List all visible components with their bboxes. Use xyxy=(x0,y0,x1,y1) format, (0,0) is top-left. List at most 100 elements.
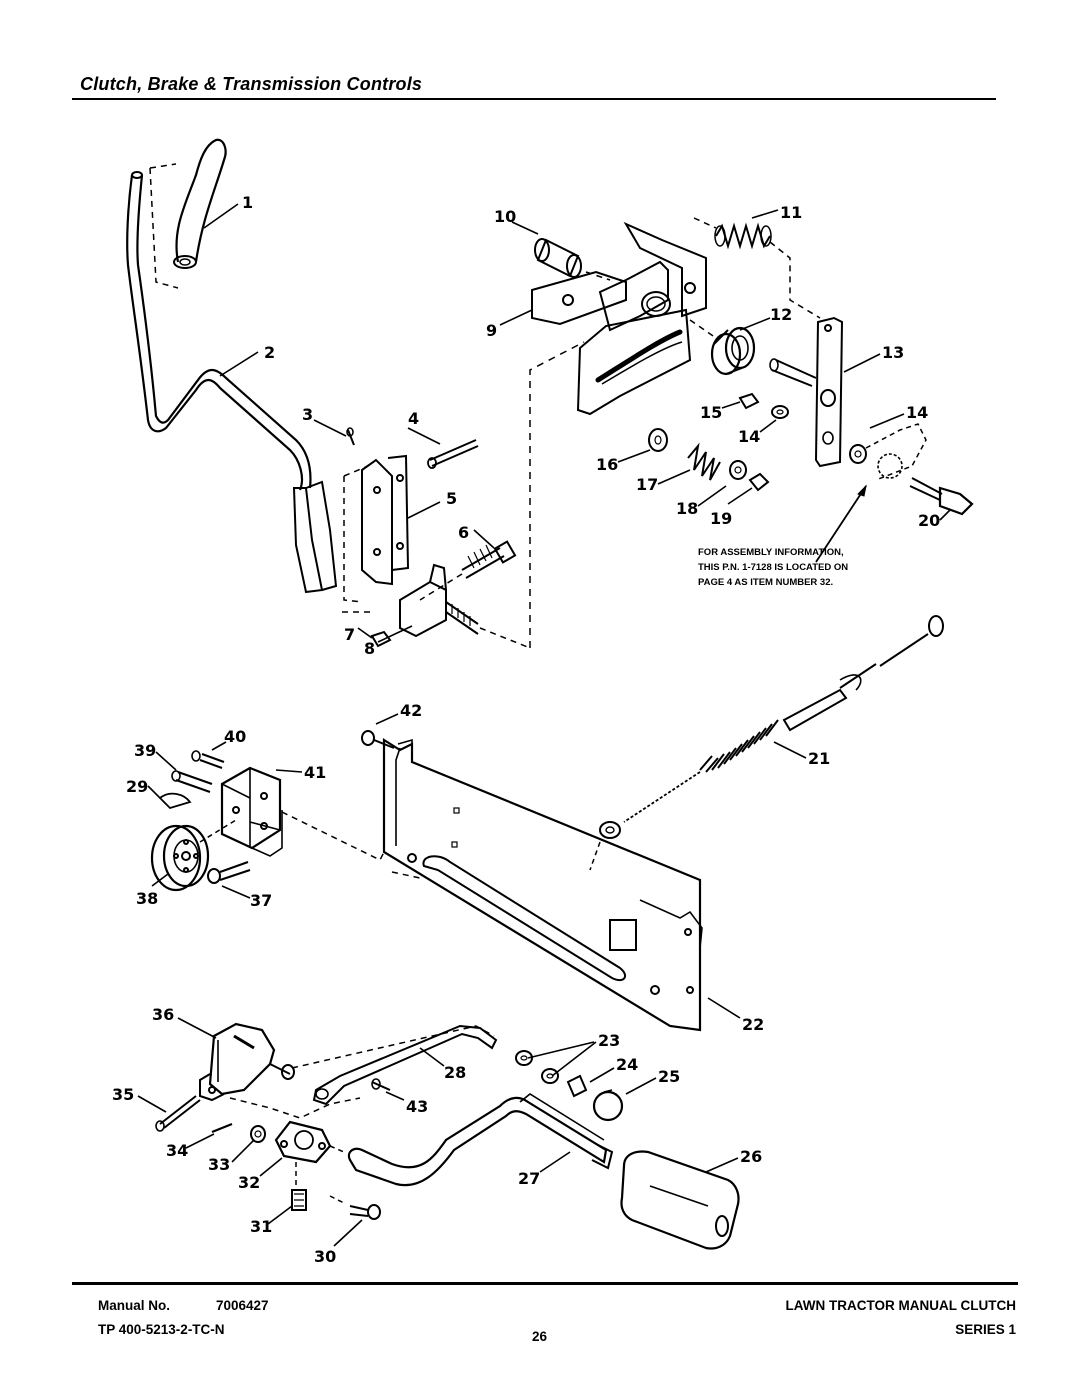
callout-2: 2 xyxy=(264,343,275,362)
callout-14b: 14 xyxy=(738,427,760,446)
callout-26: 26 xyxy=(740,1147,762,1166)
note-leader xyxy=(815,485,867,563)
callout-38: 38 xyxy=(136,889,158,908)
callout-33: 33 xyxy=(208,1155,230,1174)
dashed-line-plates xyxy=(343,465,369,603)
callout-27: 27 xyxy=(518,1169,540,1188)
part-washer-23b xyxy=(541,1068,559,1084)
part-bolt-42 xyxy=(361,730,395,749)
part-cable-21 xyxy=(599,615,944,839)
note-line-3: PAGE 4 AS ITEM NUMBER 32. xyxy=(698,577,834,588)
callout-11: 11 xyxy=(780,203,802,222)
part-pin-43 xyxy=(371,1081,391,1091)
part-arm-13 xyxy=(769,316,844,468)
callout-12: 12 xyxy=(770,305,792,324)
page-title: Clutch, Brake & Transmission Controls xyxy=(80,74,423,94)
callout-37: 37 xyxy=(250,891,272,910)
part-clip-29 xyxy=(158,792,192,810)
part-nut-33 xyxy=(250,1125,266,1143)
callout-22: 22 xyxy=(742,1015,764,1034)
title-rule xyxy=(72,98,996,100)
part-bolt-37 xyxy=(207,861,251,884)
callout-5: 5 xyxy=(446,489,457,508)
footer-rule xyxy=(72,1282,1018,1285)
callout-36: 36 xyxy=(152,1005,174,1024)
callout-numbers: 1 2 3 4 5 6 7 8 9 10 11 12 13 14 15 14 1… xyxy=(112,193,940,1266)
callout-34: 34 xyxy=(166,1141,188,1160)
part-washer-23a xyxy=(515,1050,533,1066)
part-ballstud-20 xyxy=(877,453,974,516)
page-number: 26 xyxy=(532,1329,548,1344)
part-lever xyxy=(126,171,338,594)
callout-40: 40 xyxy=(224,727,246,746)
series-label: SERIES 1 xyxy=(955,1322,1016,1337)
part-washer-14a xyxy=(771,405,789,419)
callout-8: 8 xyxy=(364,639,375,658)
part-pulley-38 xyxy=(150,824,210,892)
callout-30: 30 xyxy=(314,1247,336,1266)
part-screw-34 xyxy=(211,1122,233,1134)
manual-number: 7006427 xyxy=(216,1298,269,1313)
callout-20: 20 xyxy=(918,511,940,530)
part-spring-17 xyxy=(687,442,721,481)
grip-dashed-line xyxy=(149,163,179,289)
part-bolt-6 xyxy=(461,540,517,579)
callout-17: 17 xyxy=(636,475,658,494)
callout-4: 4 xyxy=(408,409,419,428)
callout-31: 31 xyxy=(250,1217,272,1236)
callout-1: 1 xyxy=(242,193,253,212)
note-line-1: FOR ASSEMBLY INFORMATION, xyxy=(698,547,844,558)
part-bearing-12 xyxy=(710,326,756,376)
callout-18: 18 xyxy=(676,499,698,518)
product-name: LAWN TRACTOR MANUAL CLUTCH xyxy=(785,1298,1016,1313)
note-line-2: THIS P.N. 1-7128 IS LOCATED ON xyxy=(698,562,849,573)
part-nut-19 xyxy=(748,472,770,492)
tp-number: TP 400-5213-2-TC-N xyxy=(98,1322,225,1337)
part-knob-25 xyxy=(592,1089,624,1122)
callout-25: 25 xyxy=(658,1067,680,1086)
manual-label: Manual No. xyxy=(98,1298,171,1313)
part-grip xyxy=(173,138,227,269)
part-flange-32 xyxy=(274,1120,332,1164)
leader-lines xyxy=(137,203,951,1247)
callout-10: 10 xyxy=(494,207,516,226)
part-bracket-8 xyxy=(399,563,479,638)
part-pin-39 xyxy=(175,771,213,793)
callout-24: 24 xyxy=(616,1055,638,1074)
part-bushing-10 xyxy=(534,238,582,278)
part-cotter-pin xyxy=(347,429,355,446)
part-washer-18 xyxy=(729,460,747,480)
callout-39: 39 xyxy=(134,741,156,760)
callout-14a: 14 xyxy=(906,403,928,422)
part-main-bracket-22 xyxy=(382,738,703,1032)
part-spacer-24 xyxy=(566,1074,588,1098)
callout-28: 28 xyxy=(444,1063,466,1082)
callout-13: 13 xyxy=(882,343,904,362)
part-nut-15 xyxy=(738,392,760,410)
part-fitting-31 xyxy=(291,1189,307,1211)
callout-15: 15 xyxy=(700,403,722,422)
part-nut-7 xyxy=(370,630,392,648)
part-grip-26 xyxy=(620,1150,740,1250)
callout-9: 9 xyxy=(486,321,497,340)
part-handle-27 xyxy=(347,1093,614,1187)
callout-41: 41 xyxy=(304,763,326,782)
part-washer-14b xyxy=(849,444,867,464)
callout-21: 21 xyxy=(808,749,830,768)
part-rod-28 xyxy=(312,1024,498,1106)
part-bolt-40 xyxy=(199,753,225,769)
callout-7: 7 xyxy=(344,625,355,644)
callout-3: 3 xyxy=(302,405,313,424)
part-pin xyxy=(429,439,479,467)
part-screw-30 xyxy=(349,1204,381,1220)
callout-23: 23 xyxy=(598,1031,620,1050)
callout-32: 32 xyxy=(238,1173,260,1192)
part-frame-9 xyxy=(531,221,707,416)
callout-6: 6 xyxy=(458,523,469,542)
callout-43: 43 xyxy=(406,1097,428,1116)
callout-42: 42 xyxy=(400,701,422,720)
part-rod-35 xyxy=(159,1095,201,1129)
assembly-note: FOR ASSEMBLY INFORMATION, THIS P.N. 1-71… xyxy=(698,545,848,590)
part-spring-11 xyxy=(714,222,772,250)
